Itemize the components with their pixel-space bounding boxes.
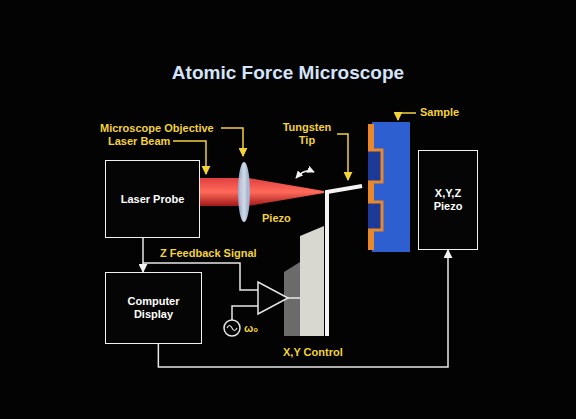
signal-connector <box>142 238 144 272</box>
leader-line <box>398 113 416 120</box>
sample-pit <box>368 202 382 230</box>
part-label: Sample <box>420 106 459 119</box>
part-label: Tungsten Tip <box>278 121 336 147</box>
part-label: Piezo <box>262 212 291 225</box>
sine-symbol <box>227 326 237 331</box>
computer-display-box: Computer Display <box>105 272 202 344</box>
sample-pad <box>368 150 382 230</box>
sample-pit <box>368 150 382 182</box>
part-label: Microscope Objective <box>100 122 214 135</box>
oscillator-wire <box>232 306 258 320</box>
part-label: Laser Beam <box>108 135 170 148</box>
signal-label: ω₀ <box>244 322 258 335</box>
focused-beam <box>248 178 324 206</box>
diagram-title: Atomic Force Microscope <box>0 62 576 84</box>
piezo-box: X,Y,Z Piezo <box>418 150 478 250</box>
box-label: X,Y,Z Piezo <box>423 187 473 213</box>
part-label: X,Y Control <box>283 346 343 359</box>
laser-beam <box>200 178 242 206</box>
vibration-arrow <box>296 171 314 178</box>
leader-line <box>221 128 243 156</box>
oscillator-symbol <box>224 320 240 336</box>
laser-probe-box: Laser Probe <box>105 160 200 238</box>
leader-line <box>337 134 348 180</box>
amplifier-symbol <box>258 282 288 314</box>
cantilever <box>327 186 362 336</box>
piezo-stack <box>300 226 324 336</box>
box-label: Laser Probe <box>121 193 185 206</box>
drive-wire <box>288 297 300 299</box>
objective-lens <box>238 162 250 222</box>
box-label: Computer Display <box>110 295 197 321</box>
sample <box>372 122 410 252</box>
signal-label: Z Feedback Signal <box>160 247 257 260</box>
